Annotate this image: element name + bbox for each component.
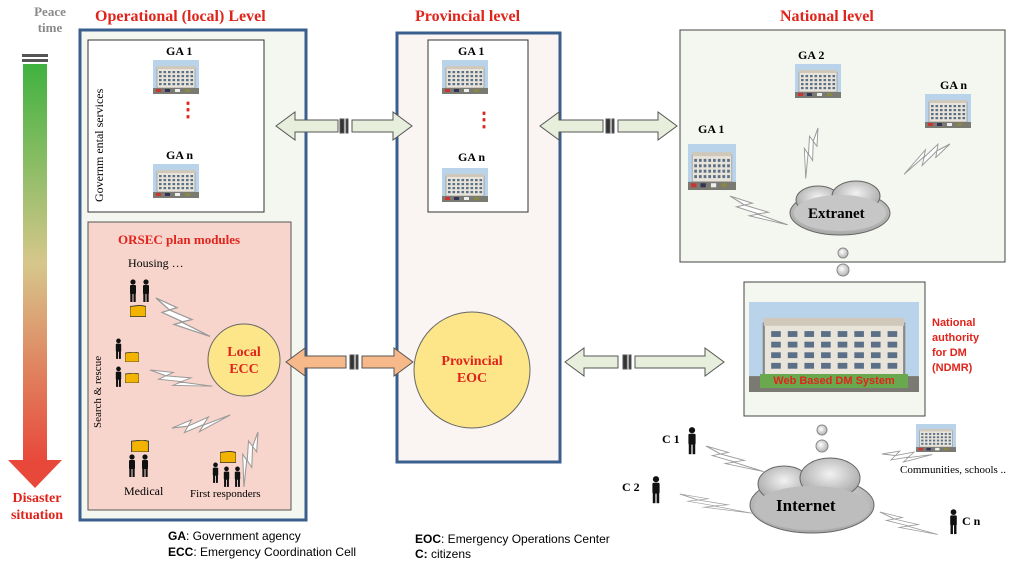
op-ellipsis: ⋮ bbox=[178, 99, 198, 121]
arrow-provincial-national-top bbox=[539, 111, 678, 141]
ndmr-line2: authority bbox=[932, 332, 980, 344]
orsec-title: ORSEC plan modules bbox=[118, 232, 241, 247]
rescue-folder-icon bbox=[125, 352, 139, 362]
disaster-label: Disaster bbox=[12, 491, 62, 506]
nat-gan-building-icon bbox=[925, 94, 971, 128]
local-ecc-label: Local ECC bbox=[214, 344, 274, 378]
local-ecc-line2: ECC bbox=[229, 362, 259, 377]
legend-ga-text: : Government agency bbox=[186, 529, 301, 543]
legend-eoc-abbr: EOC bbox=[415, 532, 442, 546]
arrow-eoc-national bbox=[564, 347, 725, 377]
provincial-level-title: Provincial level bbox=[415, 8, 521, 25]
internet-cloud-shape bbox=[749, 457, 875, 534]
prov-ellipsis: ⋮ bbox=[474, 109, 494, 131]
legend-eoc-text: : Emergency Operations Center bbox=[441, 532, 610, 546]
extranet-label: Extranet bbox=[808, 206, 865, 222]
internet-label: Internet bbox=[776, 496, 836, 515]
nat-ga2-building-icon bbox=[795, 64, 841, 98]
peace-label: Peace bbox=[34, 4, 66, 19]
op-gan-building-icon bbox=[153, 164, 199, 198]
housing-folder-icon bbox=[130, 305, 146, 317]
responders-folder-icon bbox=[220, 451, 236, 463]
extranet-cloud-shape bbox=[789, 180, 891, 236]
ndmr-label: National authority for DM (NDMR) bbox=[932, 316, 979, 376]
ndmr-line1: National bbox=[932, 317, 976, 329]
communities-building-icon bbox=[916, 424, 956, 452]
arrow-ecc-eoc bbox=[285, 347, 414, 377]
nat-ga1-label: GA 1 bbox=[698, 122, 725, 136]
prov-gan-building-icon bbox=[442, 168, 488, 202]
legend-eoc: EOC: Emergency Operations Center bbox=[415, 532, 610, 546]
citizen-2-icon bbox=[652, 476, 660, 504]
citizen-n-icon bbox=[950, 509, 957, 535]
provincial-eoc-label: Provincial EOC bbox=[428, 353, 516, 387]
communities-label: Communities, schools .. bbox=[900, 464, 1007, 476]
web-system-label: Web Based DM System bbox=[760, 374, 908, 388]
ndmr-line3: for DM bbox=[932, 347, 967, 359]
local-ecc-line1: Local bbox=[227, 345, 261, 360]
search-rescue-text: Search & rescue bbox=[92, 355, 104, 428]
arrow-operational-provincial-top bbox=[275, 111, 413, 141]
governmental-services-label: Governm ental services bbox=[90, 60, 110, 210]
search-rescue-label: Search & rescue bbox=[92, 330, 108, 440]
c1-label: C 1 bbox=[662, 432, 680, 446]
national-level-title: National level bbox=[780, 8, 874, 25]
medical-label: Medical bbox=[124, 484, 164, 498]
nat-ga2-label: GA 2 bbox=[798, 48, 825, 62]
nat-gan-label: GA n bbox=[940, 78, 968, 92]
legend-ecc-abbr: ECC bbox=[168, 545, 194, 559]
local-ecc-circle bbox=[207, 323, 281, 397]
situation-label: situation bbox=[10, 508, 64, 523]
services-label-text: Governm ental services bbox=[92, 88, 106, 202]
op-ga1-building-icon bbox=[153, 60, 199, 94]
op-ga1-label: GA 1 bbox=[166, 44, 193, 58]
prov-gan-label: GA n bbox=[458, 150, 486, 164]
op-gan-label: GA n bbox=[166, 148, 194, 162]
medical-folder-icon bbox=[131, 440, 149, 452]
citizen-1-icon bbox=[688, 427, 696, 455]
cn-label: C n bbox=[962, 514, 981, 528]
legend-c-abbr: C: bbox=[415, 547, 428, 561]
prov-eoc-line1: Provincial bbox=[441, 354, 503, 369]
disaster-situation-label: Disaster situation bbox=[10, 490, 64, 524]
peace-to-disaster-bar bbox=[8, 54, 62, 488]
prov-eoc-line2: EOC bbox=[456, 371, 488, 386]
c2-label: C 2 bbox=[622, 480, 640, 494]
prov-ga1-building-icon bbox=[442, 60, 488, 94]
legend-ecc-text: : Emergency Coordination Cell bbox=[193, 545, 357, 559]
time-label: time bbox=[37, 20, 63, 35]
rescue-folder-icon bbox=[125, 373, 139, 383]
provincial-eoc-circle bbox=[413, 311, 531, 429]
legend-ga-abbr: GA bbox=[168, 529, 186, 543]
peace-time-label: Peace time bbox=[28, 4, 72, 36]
operational-level-title: Operational (local) Level bbox=[95, 8, 266, 25]
legend-ecc: ECC: Emergency Coordination Cell bbox=[168, 545, 356, 559]
prov-ga1-label: GA 1 bbox=[458, 44, 485, 58]
legend-c-text: citizens bbox=[427, 547, 472, 561]
ndmr-line4: (NDMR) bbox=[932, 362, 973, 374]
legend-c: C: citizens bbox=[415, 547, 471, 561]
housing-label: Housing … bbox=[128, 256, 184, 270]
legend-ga: GA: Government agency bbox=[168, 529, 301, 543]
nat-ga1-building-icon bbox=[688, 144, 736, 190]
first-responders-label: First responders bbox=[190, 488, 261, 500]
